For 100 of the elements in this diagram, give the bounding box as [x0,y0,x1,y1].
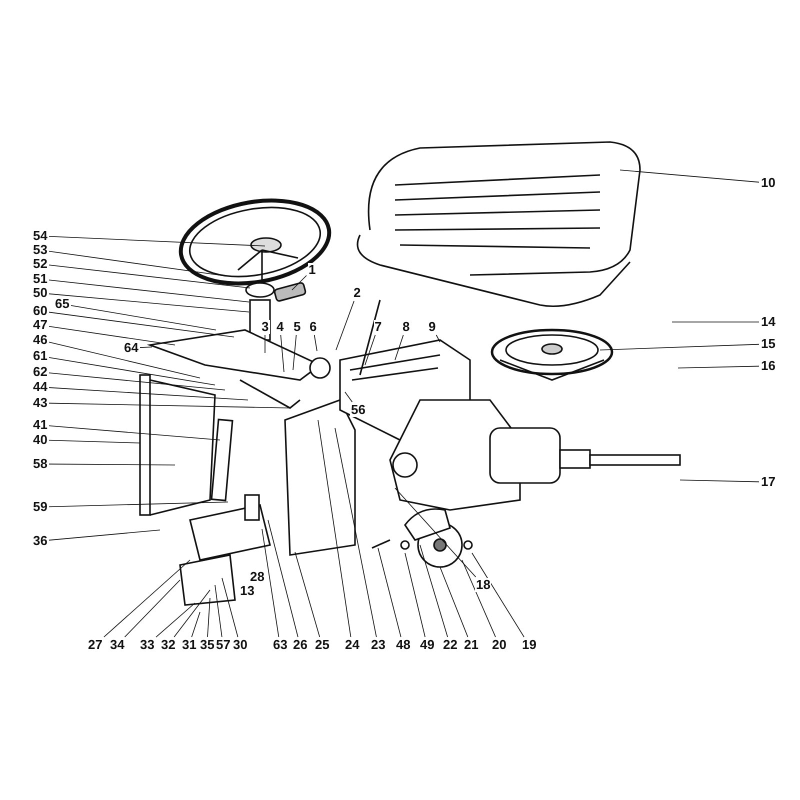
callout-number: 5 [292,320,302,334]
callout-number: 36 [32,534,48,548]
leader-line [334,428,377,638]
leader-line [191,612,200,638]
callout-number: 56 [350,403,366,417]
leader-line [262,528,280,638]
callout-number: 57 [215,638,232,652]
callout-number: 16 [760,359,776,373]
leader-line [48,312,234,338]
leader-line [48,250,226,276]
callout-number: 17 [760,475,776,489]
leader-line [48,293,250,312]
callout-number: 22 [442,638,458,652]
callout-number: 33 [139,638,156,652]
leader-line [48,236,266,246]
leader-line [48,425,220,440]
callout-number: 64 [123,341,140,355]
leader-line [48,264,250,288]
callout-number: 24 [344,638,360,652]
callout-number: 25 [314,638,330,652]
leader-line [344,392,353,402]
callout-number: 35 [199,638,216,652]
callout-number: 13 [239,584,256,598]
leader-line [48,372,226,390]
callout-number: 23 [370,638,386,652]
callout-number: 34 [109,638,126,652]
callout-number: 48 [395,638,412,652]
callout-number: 26 [292,638,308,652]
callout-number: 44 [32,380,48,394]
callout-number: 21 [463,638,480,652]
callout-number: 32 [160,638,176,652]
leader-line [48,342,200,378]
callout-number: 28 [249,570,266,584]
leader-line [318,420,352,638]
callout-number: 46 [32,333,48,347]
callout-number: 7 [374,320,383,334]
leader-line [436,334,440,342]
callout-number: 54 [32,229,48,243]
leader-line [394,488,476,578]
callout-number: 43 [32,396,48,410]
callout-number: 8 [402,320,411,334]
callout-number: 53 [32,243,48,257]
callout-number: 18 [475,578,492,592]
leader-line [48,530,160,541]
leader-line [207,598,210,638]
callout-number: 1 [308,263,317,277]
callout-number: 51 [32,272,48,286]
leader-line [394,334,404,360]
callout-number: 27 [87,638,104,652]
callout-number: 4 [276,320,285,334]
callout-number: 6 [308,320,318,334]
leader-line [124,580,180,638]
callout-number: 58 [32,457,48,471]
leader-line [314,334,318,352]
leader-line [678,366,760,368]
callout-number: 65 [54,297,70,311]
leader-line [48,280,250,302]
leader-line [292,334,297,370]
callout-number: 50 [32,286,48,300]
leader-line [292,275,307,290]
leader-line [420,544,448,638]
leader-line [472,552,524,638]
leader-line [48,357,216,386]
leader-line [48,502,228,508]
callout-number: 20 [491,638,508,652]
leader-line [268,520,298,638]
callout-number: 9 [428,320,437,334]
callout-number: 30 [232,638,248,652]
leader-line [294,552,320,638]
callout-number: 19 [521,638,538,652]
leader-line [140,346,152,348]
leader-line [156,602,196,638]
leader-line [336,300,354,350]
callout-number: 60 [32,304,48,318]
leader-line [680,480,760,482]
callout-number: 41 [32,418,48,432]
leader-line [440,566,468,638]
callout-number: 47 [32,318,48,332]
callout-number: 52 [32,257,48,271]
callout-number: 61 [32,349,48,363]
callout-number: 62 [32,365,48,379]
leader-line [48,402,290,408]
callout-number: 15 [760,337,776,351]
callout-number: 31 [181,638,198,652]
leader-line [378,548,402,638]
callout-number: 14 [760,315,776,329]
leader-line [48,440,140,444]
callout-number: 49 [419,638,436,652]
leader-line [364,334,376,366]
callout-number: 63 [272,638,288,652]
leader-line [48,387,248,400]
leader-line [404,552,426,638]
leader-line [264,334,266,354]
leader-line [620,170,760,183]
leader-line [70,305,216,330]
callout-number: 40 [32,433,48,447]
leader-line [48,326,176,346]
leader-line [462,560,496,638]
leader-line [48,464,176,466]
leader-line [222,578,238,638]
